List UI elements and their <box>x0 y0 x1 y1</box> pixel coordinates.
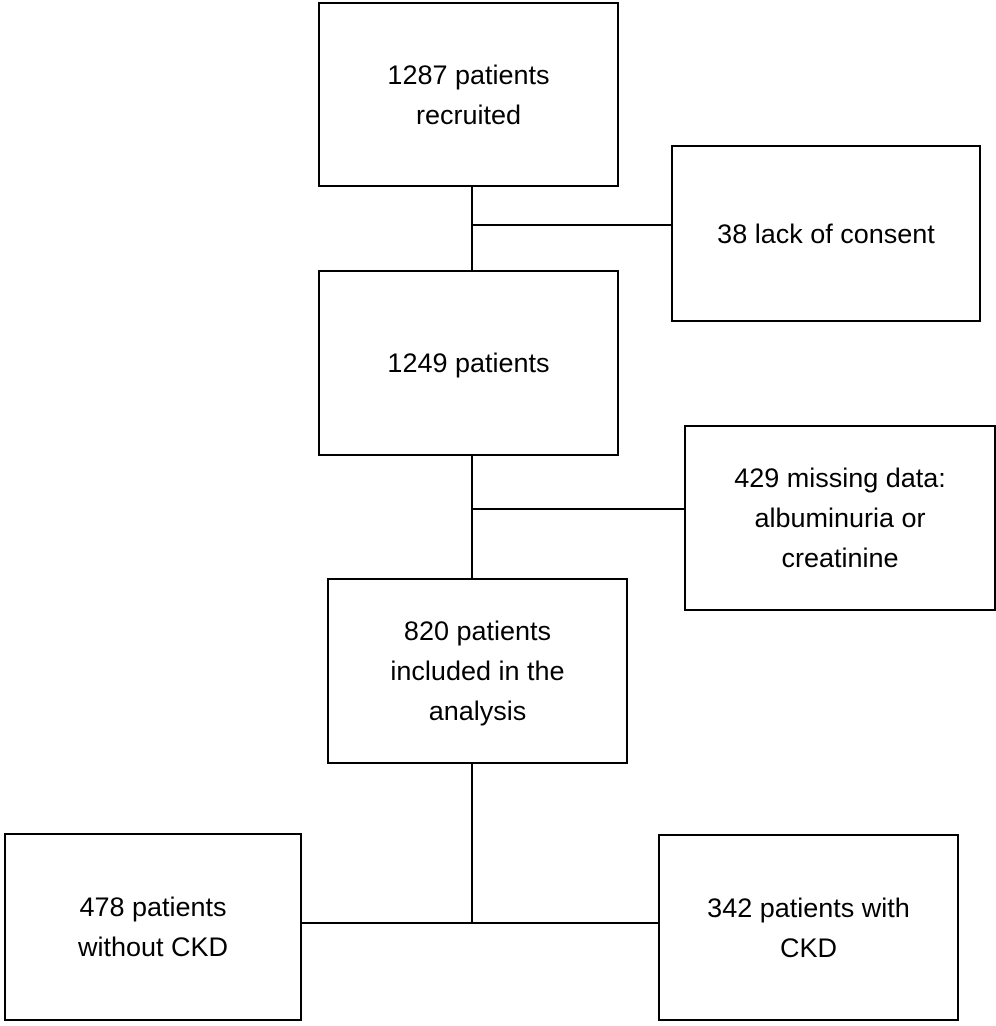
included-label: 820 patients included in the analysis <box>390 616 565 726</box>
recruited-label: 1287 patients recruited <box>387 59 550 130</box>
connector-to-missing-data <box>471 508 685 510</box>
without-ckd-label: 478 patients without CKD <box>77 892 229 962</box>
connector-recruited-to-1249 <box>471 182 473 272</box>
without-ckd-box: 478 patients without CKD <box>4 833 302 1021</box>
missing-data-box: 429 missing data: albuminuria or creatin… <box>684 425 996 611</box>
included-box: 820 patients included in the analysis <box>327 578 628 764</box>
with-ckd-label: 342 patients with CKD <box>707 892 910 963</box>
lack-of-consent-label: 38 lack of consent <box>717 218 935 249</box>
connector-included-to-split <box>471 762 473 923</box>
recruited-box: 1287 patients recruited <box>318 2 619 187</box>
patients-1249-box: 1249 patients <box>318 270 619 456</box>
missing-data-label: 429 missing data: albuminuria or creatin… <box>734 463 946 573</box>
patients-1249-label: 1249 patients <box>387 348 550 378</box>
connector-split-horizontal <box>301 922 659 924</box>
connector-1249-to-included <box>471 454 473 579</box>
lack-of-consent-box: 38 lack of consent <box>671 145 981 322</box>
connector-to-lack-of-consent <box>471 224 672 226</box>
with-ckd-box: 342 patients with CKD <box>658 834 959 1021</box>
